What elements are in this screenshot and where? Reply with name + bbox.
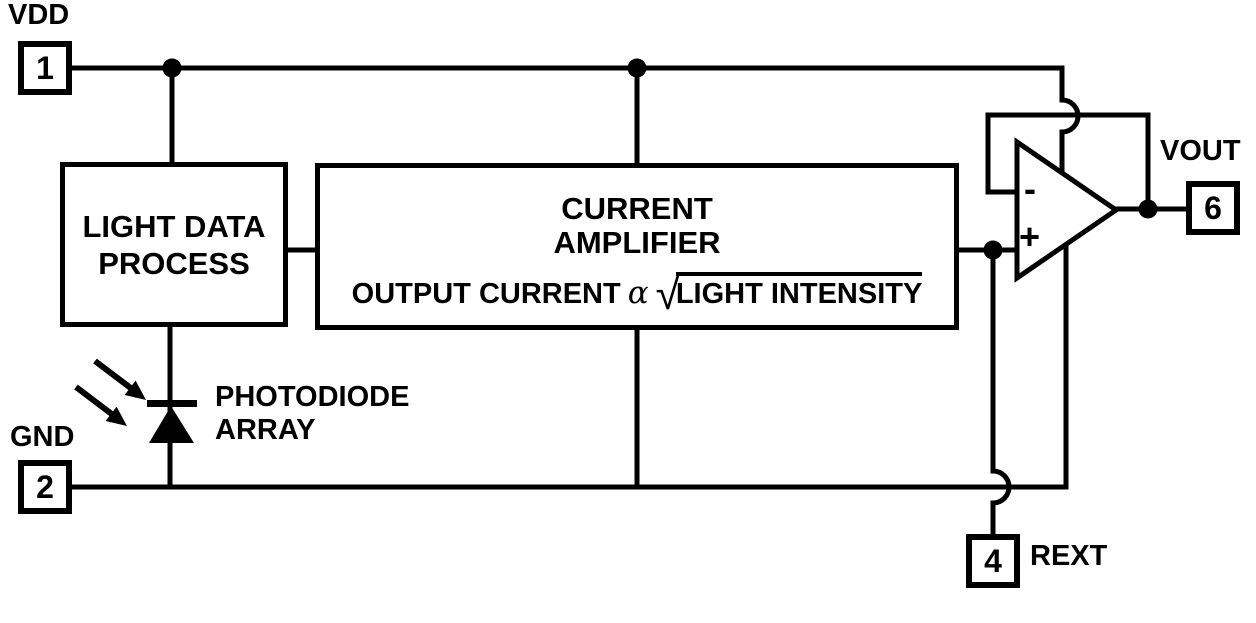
- light-arrow-head: [124, 380, 146, 400]
- opamp-noninverting-input-sign: +: [1019, 216, 1041, 257]
- light-arrow-shaft: [93, 358, 134, 392]
- light-arrow-shaft: [74, 384, 115, 418]
- ground-rail-wire: [70, 243, 1069, 490]
- junction-dot: [1138, 199, 1158, 219]
- junction-dot: [983, 240, 1003, 260]
- pin-number-rext: 4: [984, 542, 1002, 579]
- diode-cathode-bar: [147, 400, 197, 407]
- photodiode-array-label: PHOTODIODE ARRAY: [215, 381, 409, 447]
- opamp-inverting-input-sign: -: [1024, 168, 1036, 209]
- pin-box-rext: 4: [966, 534, 1020, 588]
- square-root-expression: √ LIGHT INTENSITY: [655, 270, 923, 319]
- opamp-triangle: [1014, 137, 1121, 283]
- diode-anode-triangle: [149, 406, 194, 443]
- photodiode-symbol: [147, 400, 197, 443]
- amplifier-formula: OUTPUT CURRENT α √ LIGHT INTENSITY: [320, 270, 954, 319]
- light-data-process-line2: PROCESS: [98, 245, 250, 281]
- current-amplifier-block: CURRENT AMPLIFIER OUTPUT CURRENT α √ LIG…: [315, 163, 959, 330]
- light-data-process-line1: LIGHT DATA: [82, 208, 266, 244]
- light-arrows: [74, 358, 146, 426]
- formula-prefix: OUTPUT CURRENT: [351, 278, 621, 310]
- pin-box-gnd: 2: [18, 460, 72, 514]
- pin-label-gnd: GND: [10, 421, 75, 453]
- pin-number-gnd: 2: [36, 468, 54, 505]
- rext-branch-wire: [990, 250, 1012, 537]
- pin-box-vout: 6: [1186, 181, 1240, 235]
- current-amplifier-line1: CURRENT: [561, 191, 713, 226]
- light-arrow-head: [105, 406, 127, 426]
- light-data-process-block: LIGHT DATA PROCESS: [60, 162, 288, 327]
- formula-radicand: LIGHT INTENSITY: [675, 272, 923, 310]
- junction-dot: [627, 58, 647, 78]
- pin-number-vout: 6: [1204, 189, 1222, 226]
- pin-box-vdd: 1: [18, 41, 72, 95]
- photodiode-array-line1: PHOTODIODE: [215, 381, 410, 413]
- pin-label-vout: VOUT: [1160, 135, 1241, 167]
- current-amplifier-line2: AMPLIFIER: [553, 225, 721, 260]
- junction-dot: [162, 58, 182, 78]
- opamp-feedback-wire: [985, 112, 1151, 209]
- pin-number-vdd: 1: [36, 49, 54, 86]
- photodiode-array-line2: ARRAY: [215, 414, 316, 446]
- pin-label-rext: REXT: [1030, 540, 1108, 572]
- pin-label-vdd: VDD: [8, 0, 70, 31]
- proportional-symbol: α: [627, 275, 649, 311]
